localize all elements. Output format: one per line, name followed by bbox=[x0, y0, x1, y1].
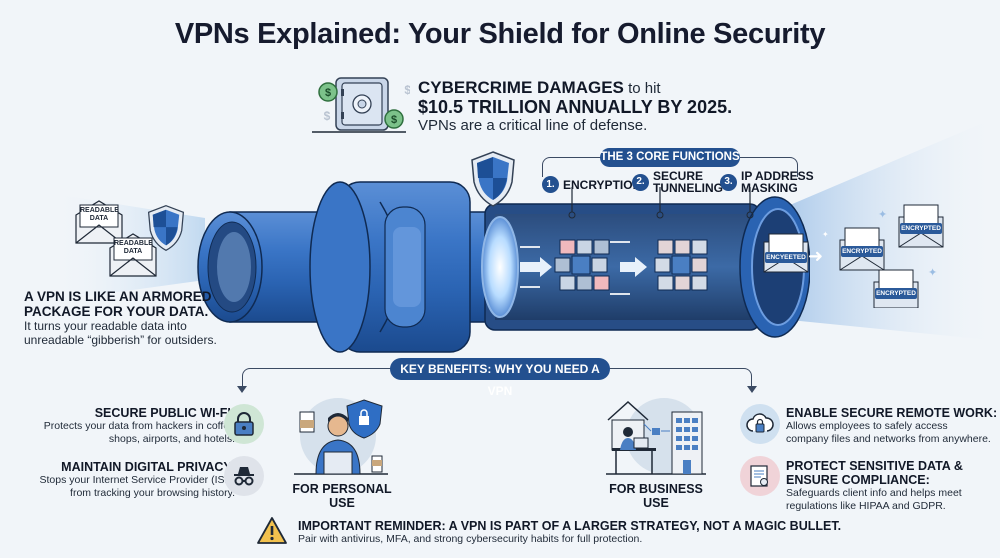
sparkle-icon: ✦ bbox=[822, 230, 829, 239]
safe-with-dollar-coins-icon: $ $ $ $ bbox=[308, 74, 411, 136]
envelope-label: ENCRYPTED bbox=[875, 288, 917, 299]
function-number: 3. bbox=[720, 173, 737, 191]
benefit-desc: from tracking your browsing history. bbox=[70, 486, 235, 499]
encrypted-envelope: ENCRYPTED bbox=[838, 226, 886, 272]
page-title: VPNs Explained: Your Shield for Online S… bbox=[174, 18, 826, 50]
shield-icon bbox=[146, 204, 186, 252]
sparkle-icon: ✦ bbox=[878, 209, 888, 221]
benefit-desc: shops, airports, and hotels. bbox=[108, 432, 235, 445]
core-functions-header: THE 3 CORE FUNCTIONS bbox=[600, 148, 740, 167]
stat-headline-rest: to hit bbox=[623, 80, 661, 97]
certificate-icon bbox=[740, 456, 780, 496]
benefit-desc: Protects your data from hackers in coffe… bbox=[43, 420, 235, 432]
caption-body: It turns your readable data into bbox=[24, 319, 187, 333]
envelope-label: DATA bbox=[123, 248, 143, 255]
padlock-icon bbox=[224, 404, 264, 444]
benefit-title: ENSURE COMPLIANCE: bbox=[786, 473, 930, 487]
svg-text:$: $ bbox=[324, 109, 331, 123]
function-number: 1. bbox=[542, 176, 559, 193]
benefit-desc: Stops your Internet Service Provider (IS… bbox=[39, 474, 236, 486]
stat-headline: CYBERCRIME DAMAGES bbox=[418, 78, 624, 97]
sparkle-icon: ✦ bbox=[928, 267, 938, 279]
benefit-digital-privacy: MAINTAIN DIGITAL PRIVACY: Stops your Int… bbox=[0, 460, 236, 499]
incognito-icon bbox=[224, 456, 264, 496]
envelope-label: ENCYEETED bbox=[765, 252, 807, 263]
encrypted-envelope: ENCRYPTED bbox=[897, 203, 945, 249]
envelope-label: READABLE bbox=[114, 240, 153, 247]
stat-subtext: VPNs are a critical line of defense. bbox=[418, 117, 648, 134]
personal-use-label: FOR PERSONAL USE bbox=[292, 482, 392, 510]
envelope-label: DATA bbox=[89, 215, 109, 222]
cybercrime-stat: CYBERCRIME DAMAGES to hit $10.5 TRILLION… bbox=[418, 79, 732, 134]
function-label: MASKING bbox=[741, 181, 798, 195]
benefit-title: PROTECT SENSITIVE DATA & bbox=[786, 459, 963, 473]
function-number: 2. bbox=[632, 173, 649, 191]
envelope-label: READABLE bbox=[80, 207, 119, 214]
business-use-illustration bbox=[604, 394, 708, 476]
warning-icon bbox=[256, 516, 288, 546]
shield-icon bbox=[470, 150, 516, 208]
reminder-title: IMPORTANT REMINDER: A VPN IS PART OF A L… bbox=[298, 519, 842, 533]
cloud-lock-icon bbox=[740, 404, 780, 444]
caption-heading: PACKAGE FOR YOUR DATA. bbox=[24, 304, 209, 319]
important-reminder: IMPORTANT REMINDER: A VPN IS PART OF A L… bbox=[298, 519, 841, 545]
personal-use-illustration bbox=[292, 394, 390, 476]
benefit-desc: Safeguards client info and helps meet bbox=[786, 487, 962, 499]
svg-text:$: $ bbox=[391, 114, 397, 126]
encrypted-envelope-exit: ENCYEETED bbox=[762, 232, 810, 274]
benefit-secure-wifi: SECURE PUBLIC WI-FI: Protects your data … bbox=[0, 406, 235, 445]
arrow-right-icon: ➜ bbox=[808, 246, 824, 266]
stat-figure: $10.5 TRILLION ANNUALLY BY 2025. bbox=[418, 97, 733, 117]
benefits-header: KEY BENEFITS: WHY YOU NEED A VPN bbox=[390, 358, 610, 398]
caption-heading: A VPN IS LIKE AN ARMORED bbox=[24, 289, 212, 304]
svg-text:$: $ bbox=[325, 87, 331, 99]
function-label: ENCRYPTION bbox=[563, 177, 642, 192]
benefit-desc: Allows employees to safely access bbox=[786, 420, 948, 432]
benefit-remote-work: ENABLE SECURE REMOTE WORK: Allows employ… bbox=[786, 406, 1000, 445]
business-use-label: FOR BUSINESS USE bbox=[609, 482, 703, 510]
arrow-down-icon bbox=[237, 386, 247, 393]
arrow-down-icon bbox=[747, 386, 757, 393]
caption-body: unreadable “gibberish” for outsiders. bbox=[24, 333, 217, 347]
envelope-label: ENCRYPTED bbox=[900, 223, 942, 234]
benefit-compliance: PROTECT SENSITIVE DATA & ENSURE COMPLIAN… bbox=[786, 459, 1000, 512]
svg-text:$: $ bbox=[404, 83, 410, 97]
function-label: SECURE bbox=[653, 169, 704, 183]
benefit-desc: company files and networks from anywhere… bbox=[786, 432, 991, 445]
function-encryption: 1. ENCRYPTION bbox=[542, 176, 641, 193]
function-label: TUNNELING bbox=[653, 181, 723, 195]
armored-package-caption: A VPN IS LIKE AN ARMORED PACKAGE FOR YOU… bbox=[24, 289, 217, 347]
encrypted-envelope: ENCRYPTED bbox=[872, 268, 920, 308]
benefit-title: ENABLE SECURE REMOTE WORK: bbox=[786, 406, 998, 420]
benefit-desc: regulations like HIPAA and GDPR. bbox=[786, 499, 946, 512]
reminder-desc: Pair with antivirus, MFA, and strong cyb… bbox=[298, 533, 643, 545]
envelope-label: ENCRYPTED bbox=[841, 246, 883, 257]
benefit-title: MAINTAIN DIGITAL PRIVACY: bbox=[61, 460, 235, 474]
benefit-title: SECURE PUBLIC WI-FI: bbox=[94, 406, 235, 420]
